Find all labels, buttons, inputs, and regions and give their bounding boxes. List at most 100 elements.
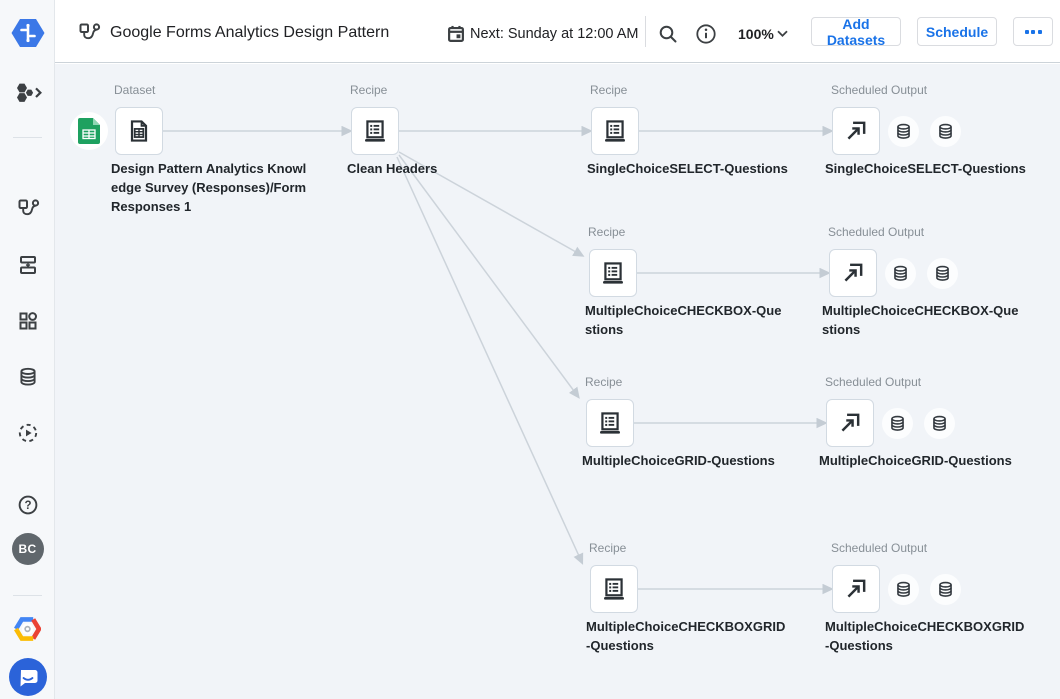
output-destination[interactable] bbox=[885, 257, 916, 289]
recipe-icon bbox=[600, 412, 620, 434]
output-icon bbox=[844, 263, 863, 282]
rail-item-connections[interactable] bbox=[0, 357, 55, 397]
database-icon bbox=[891, 415, 904, 431]
flows-menu[interactable] bbox=[0, 73, 55, 113]
recipe-card[interactable] bbox=[589, 249, 637, 297]
node-output-multiplechoicecheckboxgrid: Scheduled Output MultipleChoiceCHECKBOXG… bbox=[825, 541, 1060, 655]
database-icon bbox=[939, 581, 952, 597]
dataset-card[interactable] bbox=[115, 107, 163, 155]
output-destination[interactable] bbox=[927, 257, 958, 289]
chat-support[interactable] bbox=[0, 657, 55, 697]
node-type-label: Dataset bbox=[114, 83, 156, 97]
output-destination[interactable] bbox=[882, 407, 913, 439]
google-cloud-link[interactable] bbox=[0, 609, 55, 649]
recipe-card[interactable] bbox=[590, 565, 638, 613]
node-name: SingleChoiceSELECT-Questions bbox=[825, 161, 1026, 176]
help-icon: ? bbox=[18, 495, 37, 515]
svg-text:?: ? bbox=[24, 500, 31, 512]
rail-item-import[interactable] bbox=[0, 245, 55, 285]
node-type-label: Recipe bbox=[585, 375, 623, 389]
node-type-label: Recipe bbox=[590, 83, 628, 97]
node-name: MultipleChoiceGRID-Questions bbox=[819, 453, 1012, 468]
avatar: BC bbox=[11, 533, 44, 565]
output-destination[interactable] bbox=[930, 573, 961, 605]
database-icon bbox=[897, 581, 910, 597]
node-name: Design Pattern Analytics Knowl edge Surv… bbox=[111, 161, 307, 214]
library-icon bbox=[19, 312, 37, 330]
recipe-card[interactable] bbox=[591, 107, 639, 155]
node-recipe-multiplechoicecheckbox: Recipe MultipleChoiceCHECKBOX-Que stions bbox=[585, 225, 835, 339]
rail-divider bbox=[13, 595, 42, 596]
rail-divider bbox=[13, 137, 42, 138]
rail-item-library[interactable] bbox=[0, 301, 55, 341]
output-card[interactable] bbox=[829, 249, 877, 297]
zoom-level[interactable]: 100% bbox=[738, 26, 774, 42]
rail-item-job-history[interactable] bbox=[0, 413, 55, 453]
node-name: MultipleChoiceCHECKBOXGRID -Questions bbox=[825, 619, 1025, 653]
node-recipe-singlechoiceselect: Recipe SingleChoiceSELECT-Questions bbox=[587, 83, 837, 178]
recipe-icon bbox=[604, 578, 624, 600]
node-recipe-multiplechoicecheckboxgrid: Recipe MultipleChoiceCHECKBOXGRID -Quest… bbox=[586, 541, 836, 655]
connections-icon bbox=[19, 367, 36, 386]
recipe-icon bbox=[603, 262, 623, 284]
output-icon bbox=[847, 579, 866, 598]
add-datasets-button[interactable]: Add Datasets bbox=[811, 16, 901, 48]
header-divider bbox=[645, 16, 646, 47]
node-name: MultipleChoiceCHECKBOX-Que stions bbox=[585, 303, 782, 337]
schedule-button[interactable]: Schedule bbox=[917, 17, 997, 46]
node-name: MultipleChoiceCHECKBOXGRID -Questions bbox=[586, 619, 786, 653]
recipe-icon bbox=[605, 120, 625, 142]
dataset-icon bbox=[130, 120, 148, 142]
database-icon bbox=[933, 415, 946, 431]
google-cloud-icon bbox=[14, 617, 41, 641]
output-card[interactable] bbox=[832, 565, 880, 613]
database-icon bbox=[897, 123, 910, 139]
flow-canvas[interactable]: Dataset Design bbox=[55, 64, 1060, 699]
node-type-label: Scheduled Output bbox=[831, 541, 928, 555]
output-icon bbox=[841, 413, 860, 432]
node-type-label: Recipe bbox=[589, 541, 627, 555]
node-recipe-multiplechoicegrid: Recipe MultipleChoiceGRID-Questions bbox=[582, 375, 832, 470]
chevron-down-icon[interactable] bbox=[777, 30, 788, 38]
flow-icon bbox=[79, 23, 101, 40]
job-history-icon bbox=[18, 423, 37, 443]
left-rail: ? BC bbox=[0, 0, 55, 699]
output-destination[interactable] bbox=[888, 573, 919, 605]
dataprep-logo[interactable] bbox=[0, 13, 55, 53]
node-type-label: Scheduled Output bbox=[825, 375, 922, 389]
import-icon bbox=[19, 256, 36, 274]
flow-icon bbox=[18, 199, 39, 216]
node-type-label: Scheduled Output bbox=[831, 83, 928, 97]
output-card[interactable] bbox=[832, 107, 880, 155]
database-icon bbox=[936, 265, 949, 281]
more-button[interactable] bbox=[1013, 17, 1053, 46]
info-icon[interactable] bbox=[694, 22, 718, 46]
page-title: Google Forms Analytics Design Pattern bbox=[110, 24, 390, 41]
recipe-card[interactable] bbox=[351, 107, 399, 155]
node-dataset: Dataset Design bbox=[70, 83, 326, 216]
output-card[interactable] bbox=[826, 399, 874, 447]
node-name: SingleChoiceSELECT-Questions bbox=[587, 161, 788, 176]
rail-item-help[interactable]: ? bbox=[0, 485, 55, 525]
more-icon bbox=[1024, 29, 1042, 34]
node-output-multiplechoicegrid: Scheduled Output MultipleChoiceGRID-Ques… bbox=[819, 375, 1060, 470]
recipe-card[interactable] bbox=[586, 399, 634, 447]
output-destination[interactable] bbox=[930, 115, 961, 147]
user-menu[interactable]: BC bbox=[0, 529, 55, 569]
sheets-badge bbox=[70, 112, 108, 150]
sheets-icon bbox=[78, 118, 100, 144]
rail-item-flows[interactable] bbox=[0, 189, 55, 229]
node-output-multiplechoicecheckbox: Scheduled Output MultipleChoiceCHECKBOX-… bbox=[822, 225, 1060, 339]
dataprep-logo-icon bbox=[11, 19, 44, 47]
node-name: MultipleChoiceGRID-Questions bbox=[582, 453, 775, 468]
output-destination[interactable] bbox=[924, 407, 955, 439]
calendar-icon bbox=[448, 25, 464, 42]
node-name: MultipleChoiceCHECKBOX-Que stions bbox=[822, 303, 1019, 337]
output-icon bbox=[847, 121, 866, 140]
output-destination[interactable] bbox=[888, 115, 919, 147]
search-icon[interactable] bbox=[656, 22, 680, 46]
node-recipe-clean-headers: Recipe Clean Headers bbox=[347, 83, 597, 178]
node-name: Clean Headers bbox=[347, 161, 438, 176]
flows-menu-icon bbox=[17, 83, 42, 102]
node-type-label: Scheduled Output bbox=[828, 225, 925, 239]
